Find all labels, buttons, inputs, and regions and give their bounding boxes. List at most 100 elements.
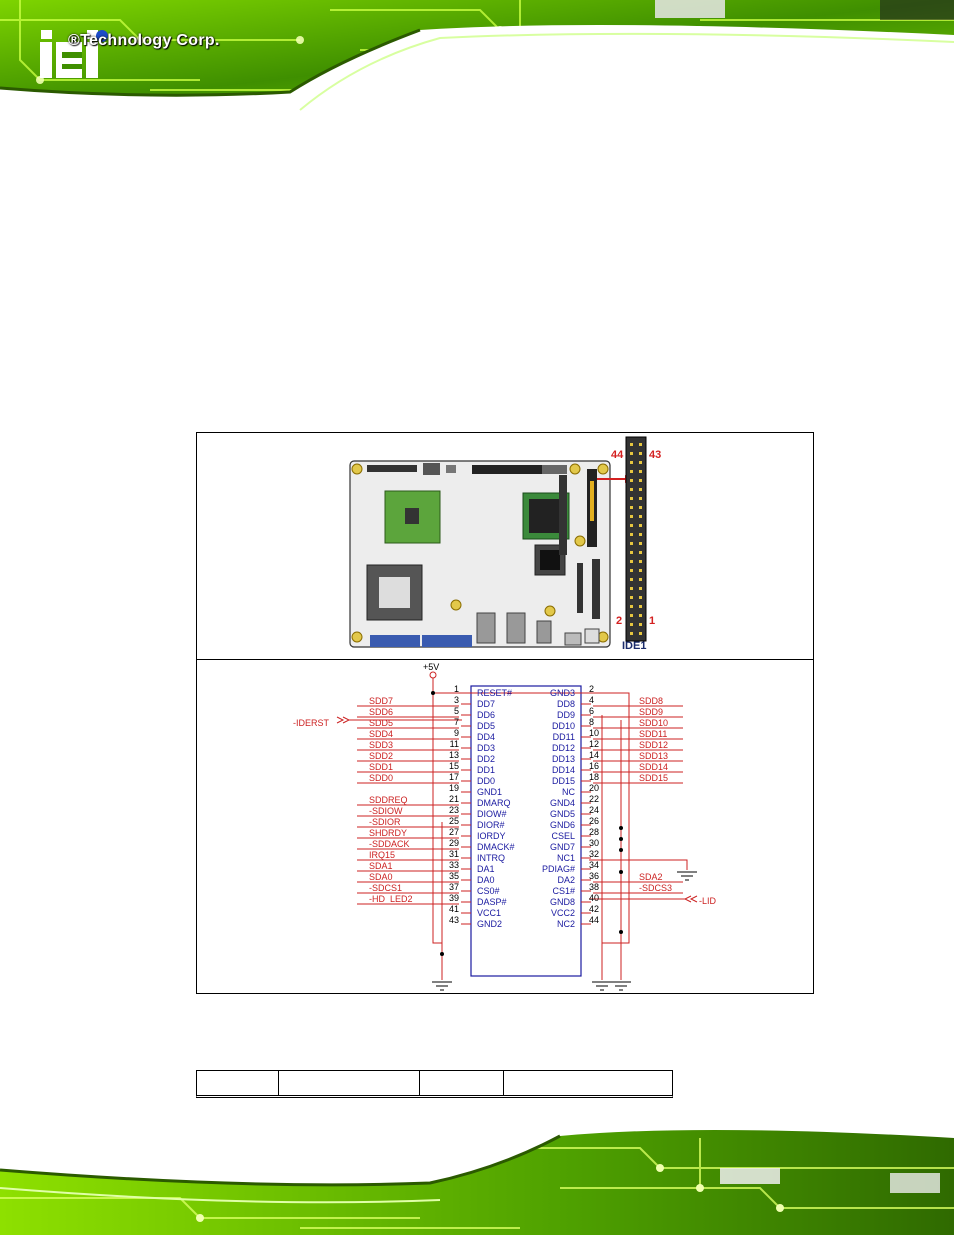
signal-label-left: -SDIOW: [369, 806, 403, 816]
pin-number-right: 40: [589, 893, 599, 903]
company-logo: [40, 30, 300, 82]
pin-number-right: 36: [589, 871, 599, 881]
pin-number-right: 38: [589, 882, 599, 892]
pin-number-left: 1: [454, 684, 459, 694]
signal-label-right: SDD10: [639, 718, 668, 728]
pin-name-left: DD6: [477, 710, 495, 720]
pin-number-left: 39: [449, 893, 459, 903]
pin-name-left: DASP#: [477, 897, 507, 907]
pin-number-left: 31: [449, 849, 459, 859]
pin-name-right: NC2: [557, 919, 575, 929]
connector-body: [470, 685, 582, 977]
power-node: [429, 671, 437, 679]
pin-name-left: DMACK#: [477, 842, 515, 852]
signal-label-left: SHDRDY: [369, 828, 407, 838]
signal-label-right: -SDCS3: [639, 883, 672, 893]
pin-name-right: DD12: [552, 743, 575, 753]
signal-label-right: SDD15: [639, 773, 668, 783]
pin-name-right: DD9: [557, 710, 575, 720]
pin-name-right: NC1: [557, 853, 575, 863]
pin-name-left: GND2: [477, 919, 502, 929]
pin-name-right: DD8: [557, 699, 575, 709]
iei-logo-icon: [40, 30, 108, 78]
signal-label-left: SDD4: [369, 729, 393, 739]
iderst-arrow: [336, 716, 351, 724]
pin-number-left: 13: [449, 750, 459, 760]
signal-label-left: SDD6: [369, 707, 393, 717]
ide-connector-figure: 44 43 2 1 IDE1 +5V -IDERST -LID: [196, 432, 814, 994]
signal-label-right: SDD13: [639, 751, 668, 761]
pin-number-left: 35: [449, 871, 459, 881]
power-label: +5V: [423, 662, 439, 672]
header-banner: ®Technology Corp.: [0, 0, 954, 112]
pin-name-left: DD1: [477, 765, 495, 775]
pin-name-right: DD15: [552, 776, 575, 786]
pin-number-right: 44: [589, 915, 599, 925]
pin-number-left: 9: [454, 728, 459, 738]
pin-number-right: 32: [589, 849, 599, 859]
pin-name-left: DD2: [477, 754, 495, 764]
header-cell-desc2: [504, 1071, 672, 1095]
signal-label-left: SDD0: [369, 773, 393, 783]
pin-number-right: 34: [589, 860, 599, 870]
signal-label-left: -SDCS1: [369, 883, 402, 893]
signal-label-left: SDD7: [369, 696, 393, 706]
pin-44-label: 44: [611, 449, 624, 461]
pcb-header-graphic: [0, 0, 954, 112]
pin-number-left: 7: [454, 717, 459, 727]
signal-label-left: -SDDACK: [369, 839, 410, 849]
pin-number-right: 30: [589, 838, 599, 848]
pin-number-left: 37: [449, 882, 459, 892]
signal-label-left: -HD_LED2: [369, 894, 413, 904]
signal-label-right: SDD8: [639, 696, 663, 706]
pin-number-right: 6: [589, 706, 594, 716]
signal-label-right: SDD9: [639, 707, 663, 717]
figure-divider: [197, 659, 813, 660]
pin-name-right: DD11: [553, 732, 575, 742]
pin-number-right: 8: [589, 717, 594, 727]
power-rail: [432, 678, 442, 944]
pin-name-left: VCC1: [477, 908, 501, 918]
pin-number-left: 17: [449, 772, 459, 782]
signal-label-right: SDD14: [639, 762, 668, 772]
pin-name-right: DD13: [552, 754, 575, 764]
signal-label-left: SDD1: [369, 762, 393, 772]
pin-number-left: 41: [449, 904, 459, 914]
pin-name-right: DD10: [552, 721, 575, 731]
pin-name-right: DD14: [552, 765, 575, 775]
pin-name-left: CS0#: [477, 886, 500, 896]
pin-name-right: GND8: [550, 897, 575, 907]
company-name: ®Technology Corp.: [68, 32, 220, 49]
signal-label-right: SDD11: [639, 729, 667, 739]
pin-number-left: 11: [450, 739, 459, 749]
ide-pins: [630, 443, 642, 635]
header-cell-pin1: [197, 1071, 279, 1095]
pin-number-left: 23: [449, 805, 459, 815]
pin-name-left: DD3: [477, 743, 495, 753]
signal-label-left: SDA0: [369, 872, 393, 882]
pin-name-right: GND7: [550, 842, 575, 852]
pin-number-left: 19: [449, 783, 459, 793]
pin-name-right: VCC2: [551, 908, 575, 918]
pinout-table-header: [196, 1070, 673, 1098]
signal-label-right: SDA2: [639, 872, 663, 882]
pin-name-left: DD5: [477, 721, 495, 731]
pin-number-right: 14: [589, 750, 599, 760]
pin-number-right: 28: [589, 827, 599, 837]
pin-name-right: DA2: [557, 875, 575, 885]
board-layout-diagram: 44 43 2 1 IDE1: [349, 436, 661, 652]
signal-label-left: SDD5: [369, 718, 393, 728]
pin-number-right: 42: [589, 904, 599, 914]
lid-label: -LID: [699, 896, 717, 906]
header-cell-pin2: [420, 1071, 504, 1095]
pin-name-right: GND6: [550, 820, 575, 830]
pin-name-left: DIOR#: [477, 820, 505, 830]
signal-label-left: SDA1: [369, 861, 393, 871]
pin-name-right: GND3: [550, 688, 575, 698]
pin-number-left: 3: [454, 695, 459, 705]
pin-number-left: 5: [454, 706, 459, 716]
signal-label-left: IRQ15: [369, 850, 395, 860]
pin-name-left: DD7: [477, 699, 495, 709]
signal-label-left: SDD3: [369, 740, 393, 750]
pin-name-right: GND4: [550, 798, 575, 808]
